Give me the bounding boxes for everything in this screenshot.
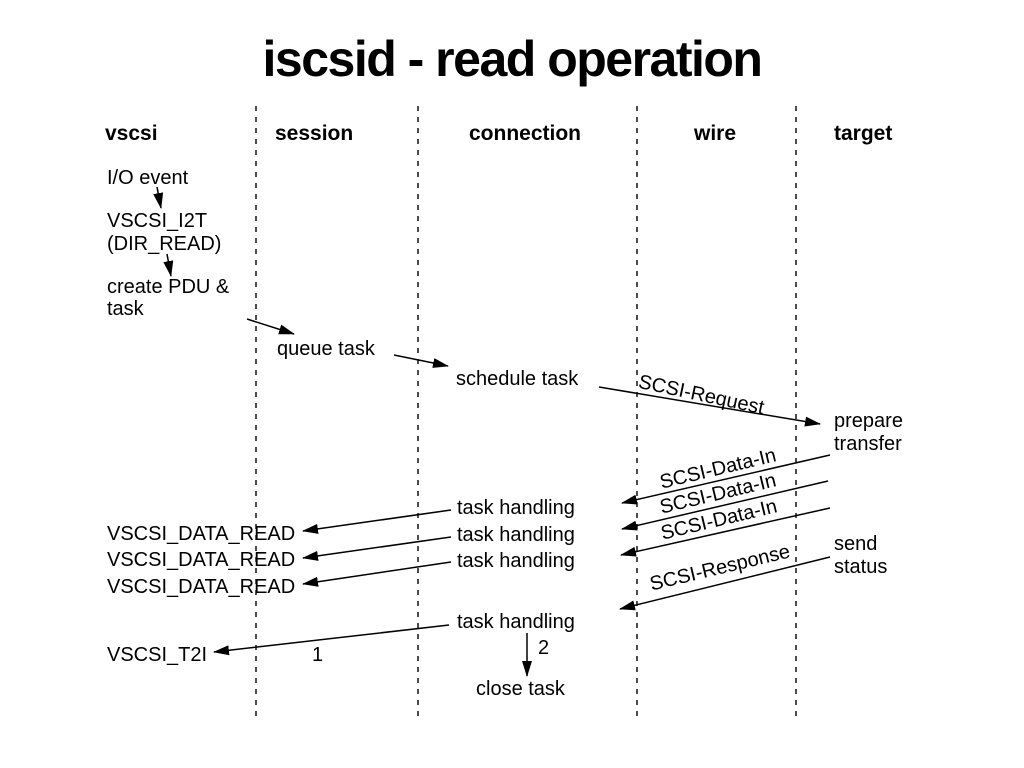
label-prepare: prepare (834, 410, 903, 432)
label-close-task: close task (476, 678, 565, 700)
arrow-createpdu-to-queue (246, 318, 295, 335)
arrow-taskhandling2-to-read (302, 536, 452, 561)
label-task-handling-3: task handling (457, 550, 575, 572)
label-io-event: I/O event (107, 167, 189, 189)
label-task-handling-1: task handling (457, 497, 575, 519)
label-transfer: transfer (834, 433, 902, 455)
label-step-2: 2 (538, 637, 550, 659)
label-schedule-task: schedule task (456, 368, 579, 390)
arrow-taskhandling3-to-read (302, 561, 452, 587)
label-create-pdu: create PDU & (107, 276, 230, 298)
arrow-taskhandling4-to-t2i (213, 624, 450, 656)
label-vscsi-data-read-1: VSCSI_DATA_READ (107, 523, 296, 545)
label-task-handling-4: task handling (457, 611, 575, 633)
label-status: status (834, 556, 888, 578)
label-create-pdu-task: task (107, 298, 144, 320)
label-vscsi-i2t: VSCSI_I2T (107, 210, 208, 232)
label-vscsi-t2i: VSCSI_T2I (107, 644, 208, 666)
arrow-scsi-request (598, 386, 821, 427)
arrow-ioevent-to-i2t (153, 186, 164, 209)
arrow-queue-to-schedule (393, 354, 449, 368)
label-queue-task: queue task (277, 338, 375, 360)
label-send: send (834, 533, 878, 555)
arrow-taskhandling1-to-read (302, 509, 452, 534)
arrow-i2t-to-createpdu (163, 253, 174, 277)
arrow-scsi-data-in-1 (621, 454, 831, 505)
label-step-1: 1 (312, 644, 324, 666)
label-vscsi-data-read-2: VSCSI_DATA_READ (107, 549, 296, 571)
lane-header-session: session (275, 122, 354, 145)
lane-header-wire: wire (694, 122, 737, 145)
label-vscsi-data-read-3: VSCSI_DATA_READ (107, 576, 296, 598)
arrow-scsi-data-in-3 (620, 507, 831, 557)
lane-header-target: target (834, 122, 893, 145)
page-title: iscsid - read operation (262, 31, 763, 87)
label-task-handling-2: task handling (457, 524, 575, 546)
lane-header-vscsi: vscsi (105, 122, 158, 145)
arrow-scsi-response (619, 556, 831, 611)
lane-header-connection: connection (469, 122, 582, 145)
label-dir-read: (DIR_READ) (107, 233, 222, 255)
arrow-scsi-data-in-2 (621, 480, 829, 531)
